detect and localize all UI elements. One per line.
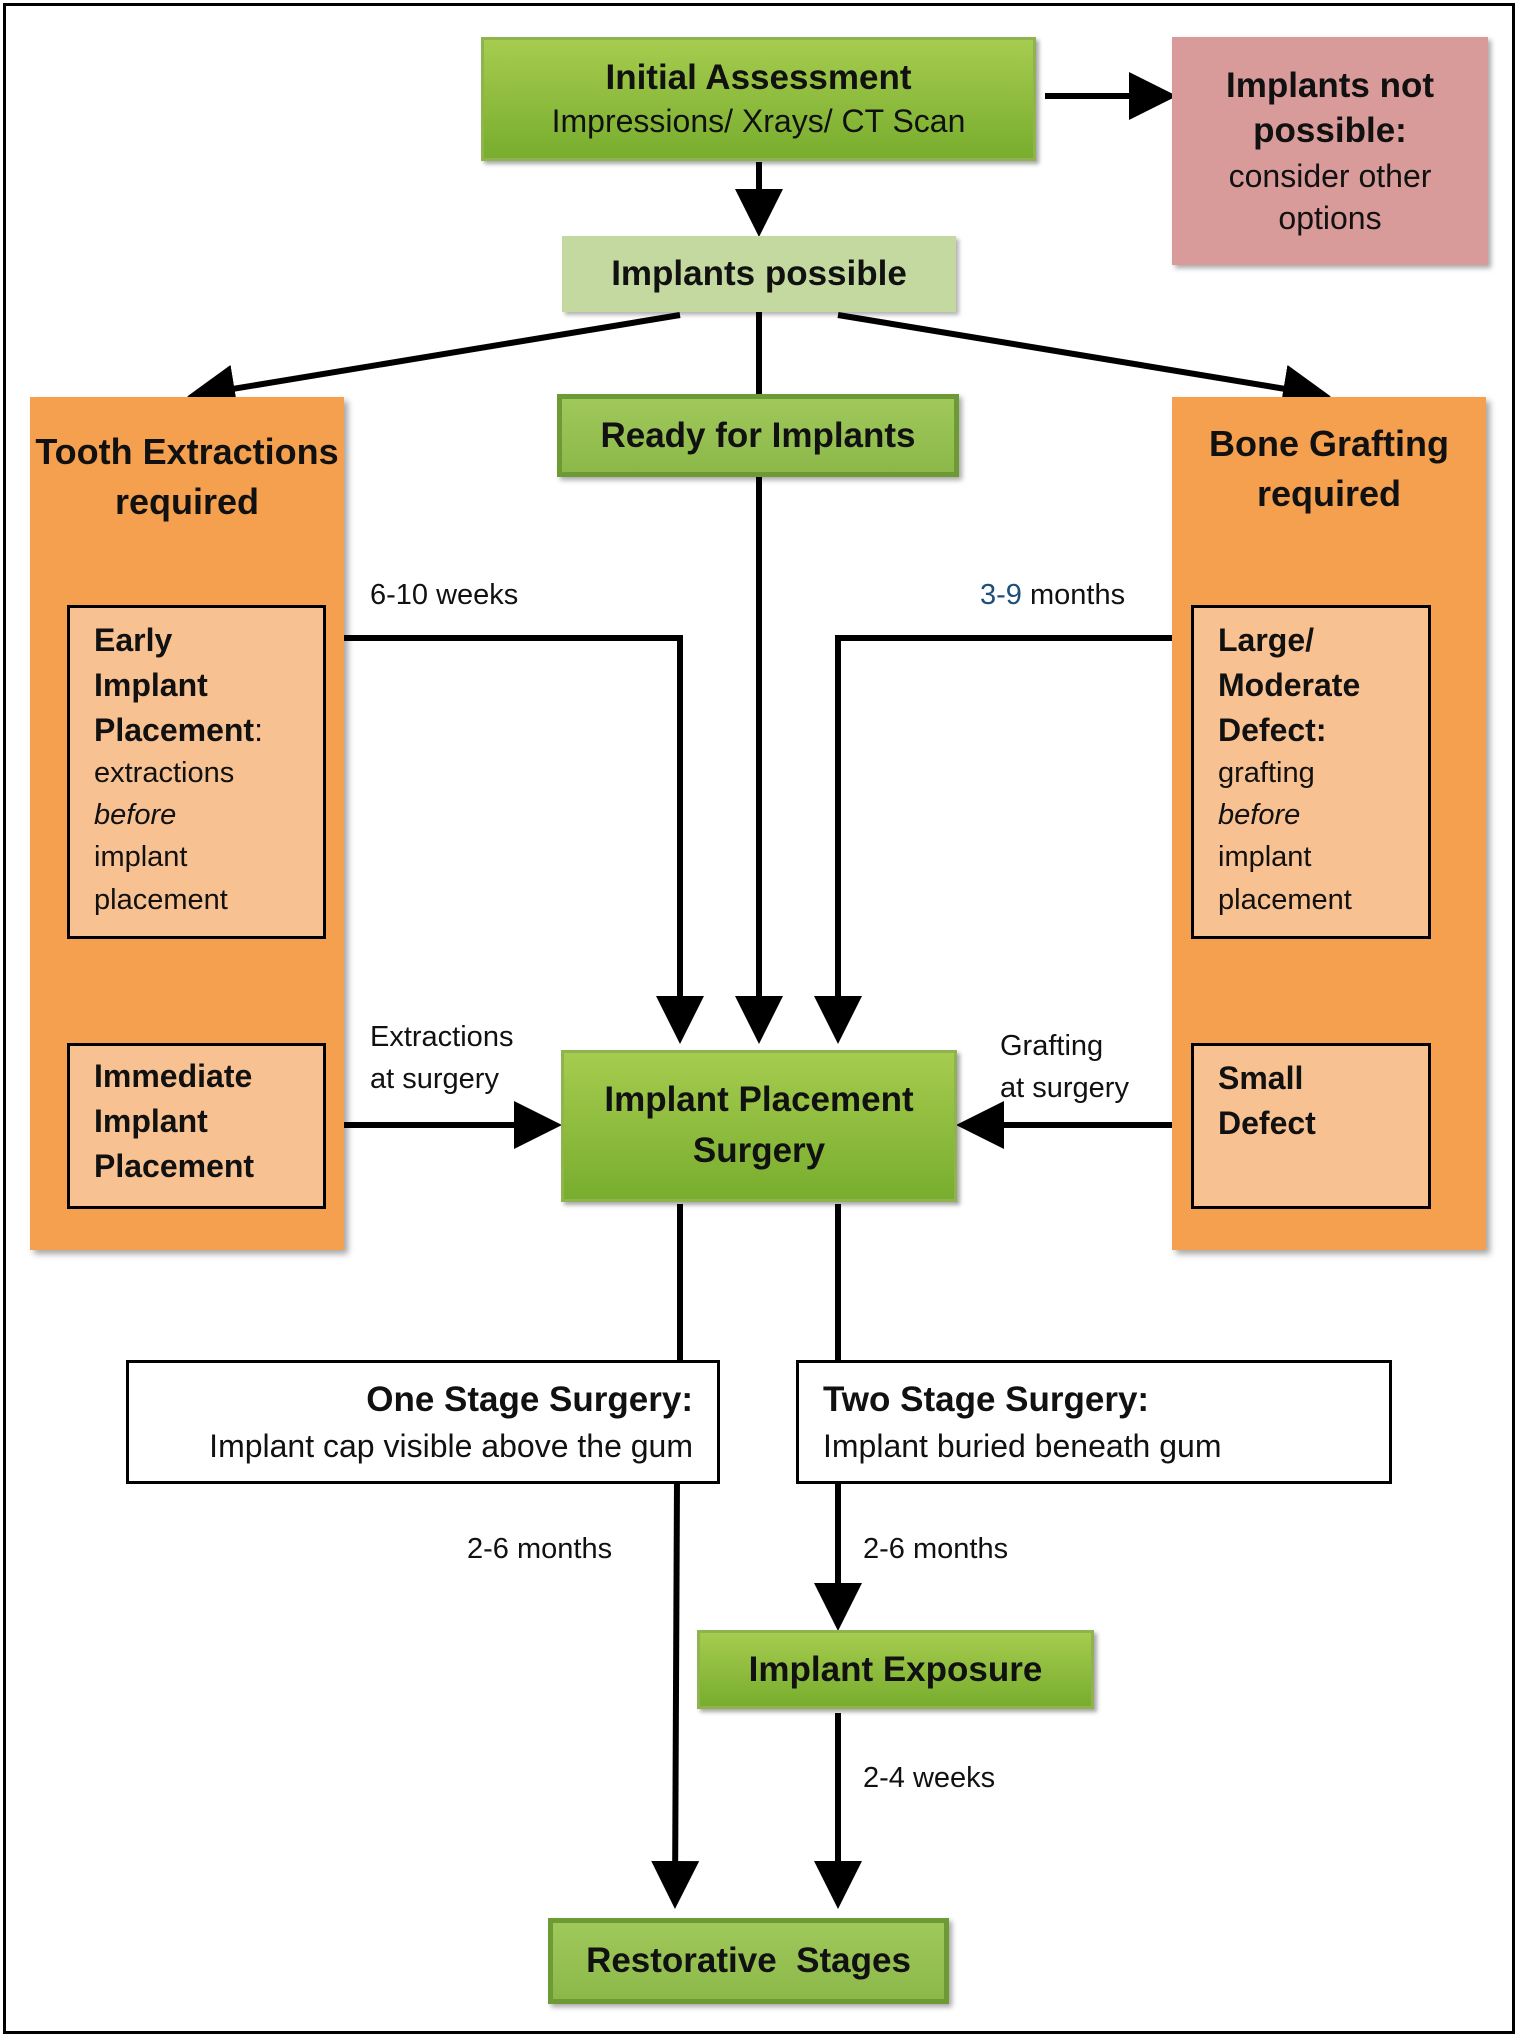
not-possible-title-1: Implants not <box>1225 65 1435 105</box>
arrow-early-to-surgery <box>324 635 704 1044</box>
one-stage-title: One Stage Surgery: <box>366 1380 693 1420</box>
label-extractions-at-surgery-2: at surgery <box>370 1063 499 1096</box>
small-l1: Small <box>1218 1060 1304 1096</box>
immediate-l3: Placement <box>94 1147 255 1184</box>
large-l7: placement <box>1218 883 1352 916</box>
large-l2: Moderate <box>1218 666 1361 703</box>
large-moderate-defect-box: Large/ Moderate Defect: grafting before … <box>1191 605 1431 939</box>
small-l2: Defect <box>1218 1104 1316 1141</box>
implants-possible-box: Implants possible <box>562 236 956 312</box>
two-stage-sub: Implant buried beneath gum <box>823 1428 1222 1465</box>
label-one-stage-months: 2-6 months <box>467 1533 613 1565</box>
label-3-9-months: 3-9 months <box>980 574 1125 616</box>
immediate-implant-placement-box: Immediate Implant Placement <box>67 1043 326 1209</box>
surgery-title-2: Surgery <box>692 1131 826 1170</box>
label-grafting-at-surgery: Grafting at surgery <box>1000 1025 1129 1109</box>
restorative-stages-title: Restorative Stages <box>586 1941 911 1981</box>
early-implant-placement-box: Early Implant Placement: extractions bef… <box>67 605 326 939</box>
label-extractions-at-surgery: Extractions at surgery <box>370 1016 513 1100</box>
label-extractions-at-surgery-1: Extractions <box>370 1021 514 1053</box>
label-3-9-number: 3-9 <box>980 579 1022 611</box>
implants-not-possible-box: Implants not possible: consider other op… <box>1172 37 1488 265</box>
arrow-large-to-surgery <box>814 635 1194 1044</box>
initial-assessment-box: Initial Assessment Impressions/ Xrays/ C… <box>481 37 1036 161</box>
early-l1: Early <box>94 622 173 658</box>
immediate-l2: Implant <box>94 1102 208 1139</box>
ready-for-implants-box: Ready for Implants <box>557 394 959 477</box>
bone-grafting-title-1: Bone Grafting <box>1209 423 1449 464</box>
early-l6: implant <box>94 841 188 874</box>
arrow-possible-to-grafting <box>837 312 1331 413</box>
one-stage-surgery-box: One Stage Surgery: Implant cap visible a… <box>126 1360 720 1484</box>
early-l7: placement <box>94 883 228 916</box>
surgery-title-1: Implant Placement <box>604 1080 914 1120</box>
label-exposure-weeks: 2-4 weeks <box>863 1762 996 1794</box>
large-l4: grafting <box>1218 757 1315 790</box>
implants-possible-title: Implants possible <box>611 254 907 294</box>
early-l3: Placement <box>94 711 255 748</box>
initial-assessment-sub: Impressions/ Xrays/ CT Scan <box>551 102 966 139</box>
diagram-frame <box>3 3 1515 2034</box>
label-6-10-weeks: 6-10 weeks <box>370 579 519 611</box>
large-l5: before <box>1218 799 1301 832</box>
label-two-stage-months: 2-6 months <box>863 1533 1009 1565</box>
ready-for-implants-title: Ready for Implants <box>600 415 916 455</box>
early-l3-suffix: : <box>254 711 263 748</box>
one-stage-sub: Implant cap visible above the gum <box>209 1428 693 1465</box>
large-l1: Large/ <box>1218 622 1315 658</box>
tooth-extractions-title-1: Tooth Extractions <box>35 431 339 472</box>
immediate-l1: Immediate <box>94 1058 253 1094</box>
bone-grafting-title-2: required <box>1256 473 1402 515</box>
restorative-stages-box: Restorative Stages <box>548 1918 949 2004</box>
small-defect-box: Small Defect <box>1191 1043 1431 1209</box>
tooth-extractions-title-2: required <box>114 481 260 523</box>
label-grafting-at-surgery-1: Grafting <box>1000 1030 1104 1062</box>
early-l2: Implant <box>94 666 208 703</box>
initial-assessment-title: Initial Assessment <box>605 58 912 98</box>
not-possible-title-2: possible: <box>1253 111 1407 151</box>
not-possible-sub-2: options <box>1278 199 1382 236</box>
not-possible-sub-1: consider other <box>1228 157 1432 194</box>
large-l6: implant <box>1218 841 1312 874</box>
two-stage-title: Two Stage Surgery: <box>823 1380 1150 1420</box>
arrow-one-stage-to-restorative <box>651 1480 700 1909</box>
label-grafting-at-surgery-2: at surgery <box>1000 1072 1129 1105</box>
arrow-possible-to-extractions <box>187 312 681 413</box>
implant-exposure-box: Implant Exposure <box>697 1630 1094 1709</box>
early-l5: before <box>94 799 177 832</box>
implant-exposure-title: Implant Exposure <box>748 1649 1043 1689</box>
early-l4: extractions <box>94 757 235 790</box>
implant-placement-surgery-box: Implant Placement Surgery <box>561 1050 957 1202</box>
large-l3: Defect: <box>1218 711 1327 748</box>
label-3-9-unit: months <box>1021 579 1126 611</box>
two-stage-surgery-box: Two Stage Surgery: Implant buried beneat… <box>796 1360 1392 1484</box>
